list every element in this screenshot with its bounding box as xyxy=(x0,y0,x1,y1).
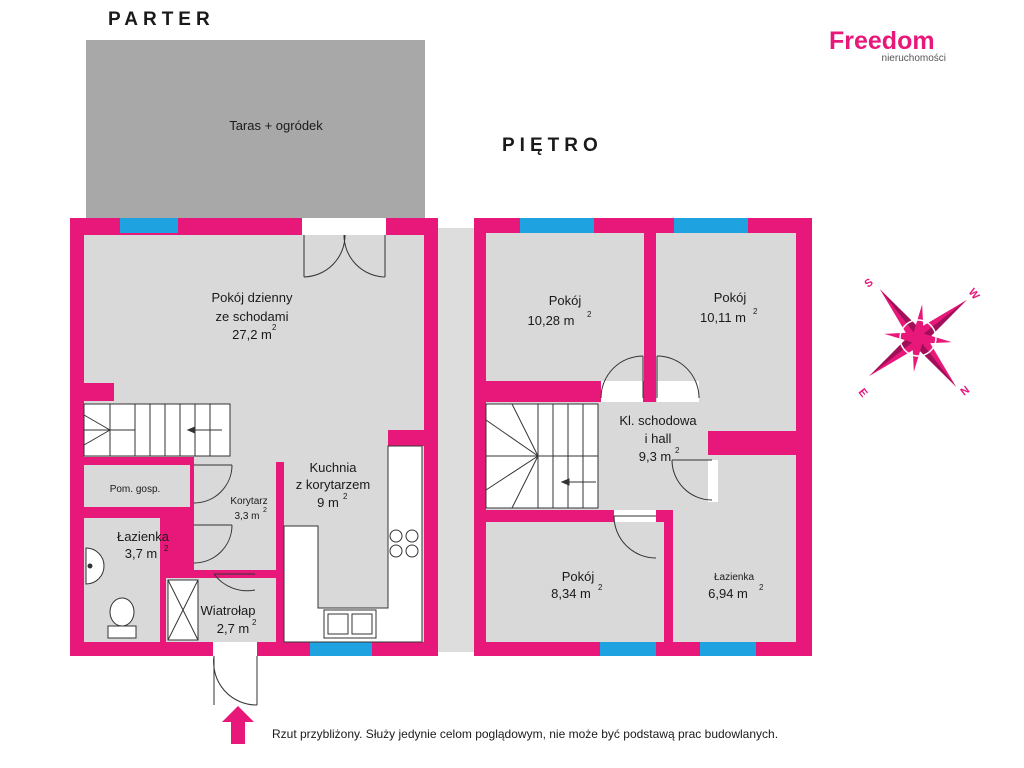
room1-area: 10,28 m xyxy=(528,313,575,328)
window xyxy=(120,218,178,233)
living-room-area: 27,2 m xyxy=(232,327,272,342)
svg-text:2: 2 xyxy=(272,323,277,332)
living-room-name2: ze schodami xyxy=(216,309,289,324)
svg-text:2: 2 xyxy=(598,583,603,592)
kitchen-name2: z korytarzem xyxy=(296,477,370,492)
logo-brand: Freedom xyxy=(829,27,935,55)
window xyxy=(520,218,594,233)
window xyxy=(310,642,372,656)
terrace-door xyxy=(302,218,386,235)
bathroom-name: Łazienka xyxy=(117,529,170,544)
room1-floor xyxy=(486,233,644,381)
bathroom-up-name: Łazienka xyxy=(714,572,754,583)
svg-text:2: 2 xyxy=(759,583,764,592)
bathroom-area: 3,7 m xyxy=(125,546,158,561)
corridor-area: 3,3 m xyxy=(234,511,259,522)
vestibule-area: 2,7 m xyxy=(217,621,250,636)
utility-name: Pom. gosp. xyxy=(110,484,161,495)
kitchen-name: Kuchnia xyxy=(310,460,358,475)
room3-name: Pokój xyxy=(562,569,595,584)
living-room-name: Pokój dzienny xyxy=(212,290,293,305)
terrace-label: Taras + ogródek xyxy=(229,118,323,133)
compass-w: W xyxy=(966,286,982,302)
room1-name: Pokój xyxy=(549,293,582,308)
parter-heading: PARTER xyxy=(108,9,215,30)
logo-sub: nieruchomości xyxy=(882,53,946,64)
stairs-parter xyxy=(83,403,231,457)
hall-area: 9,3 m xyxy=(639,449,672,464)
svg-text:2: 2 xyxy=(753,307,758,316)
bathroom-up-area: 6,94 m xyxy=(708,586,748,601)
window xyxy=(600,642,656,656)
entrance-arrow xyxy=(222,706,254,744)
entrance-door xyxy=(213,642,257,656)
compass-e: E xyxy=(856,386,870,399)
compass-rose-icon xyxy=(869,289,967,387)
room2-name: Pokój xyxy=(714,290,747,305)
window xyxy=(700,642,756,656)
svg-text:2: 2 xyxy=(587,310,592,319)
freedom-logo: Freedom nieruchomości xyxy=(829,27,946,64)
pietro-heading: PIĘTRO xyxy=(502,135,603,156)
vestibule-name: Wiatrołap xyxy=(201,603,256,618)
kitchen-area: 9 m xyxy=(317,495,339,510)
stairs-pietro xyxy=(485,403,599,509)
svg-text:2: 2 xyxy=(263,507,267,514)
room3-floor xyxy=(486,522,664,642)
utility-floor xyxy=(84,465,190,507)
bathroom-up-floor xyxy=(673,455,796,642)
compass-s: S xyxy=(862,276,875,290)
window xyxy=(674,218,748,233)
footnote: Rzut przybliżony. Służy jedynie celom po… xyxy=(272,727,778,741)
svg-text:2: 2 xyxy=(252,618,257,627)
room2-area: 10,11 m xyxy=(700,310,746,325)
svg-text:2: 2 xyxy=(343,492,348,501)
svg-text:2: 2 xyxy=(164,544,169,553)
compass-n: N xyxy=(958,384,972,398)
corridor-name: Korytarz xyxy=(230,496,267,507)
svg-text:2: 2 xyxy=(675,446,680,455)
room3-area: 8,34 m xyxy=(551,586,591,601)
terrace xyxy=(86,40,425,218)
hall-name: Kl. schodowa xyxy=(619,413,697,428)
hall-name2: i hall xyxy=(645,431,672,446)
